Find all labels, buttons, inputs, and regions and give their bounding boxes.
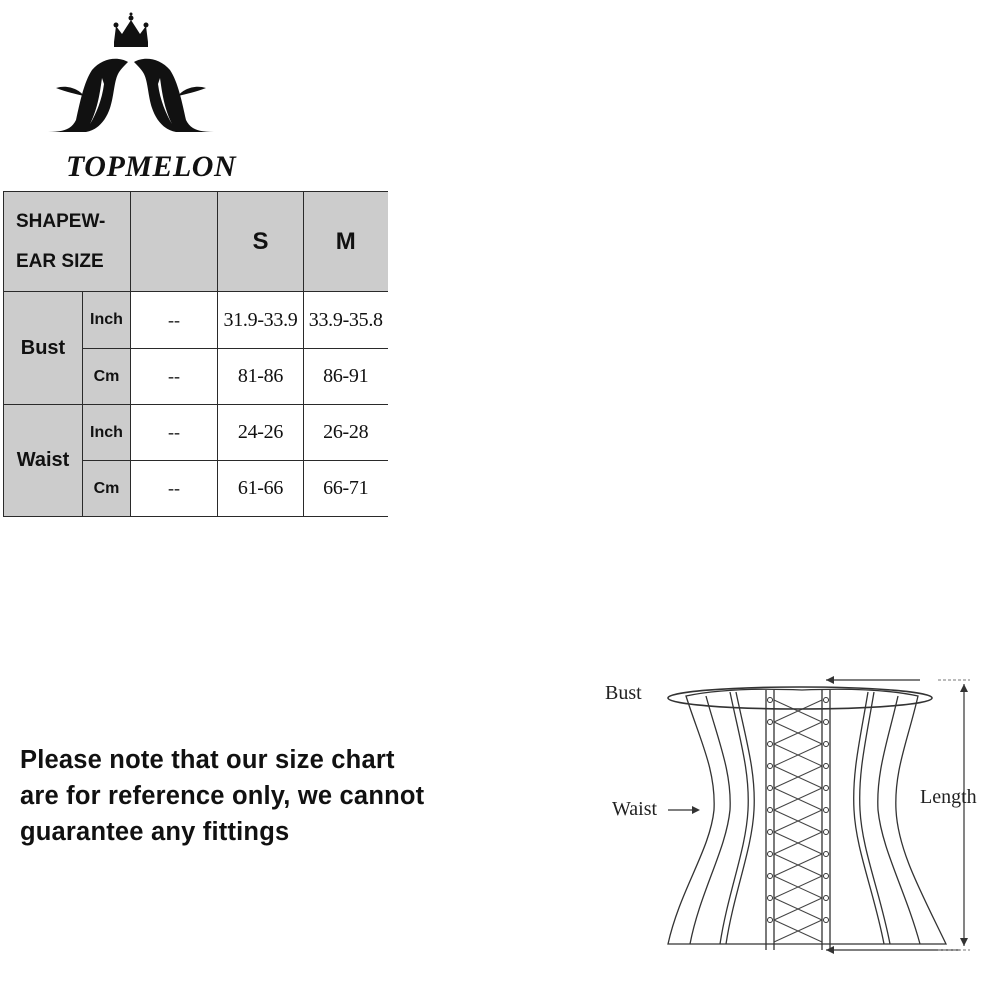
size-chart-table: SHAPEW-EAR SIZE S M Bust Inch -- 31.9-33… bbox=[3, 191, 388, 517]
value-cell: 61-66 bbox=[217, 460, 304, 517]
blank-cell: -- bbox=[130, 291, 218, 349]
unit-label: Inch bbox=[82, 291, 131, 349]
table-row: Waist Inch -- 24-26 26-28 bbox=[3, 404, 388, 517]
value-cell: 66-71 bbox=[303, 460, 388, 517]
bust-label: Bust bbox=[605, 682, 642, 704]
penguin-crown-logo-icon bbox=[48, 12, 214, 132]
corset-measurement-diagram: Bust Waist Length bbox=[590, 660, 990, 990]
brand-name: TOPMELON bbox=[66, 150, 237, 183]
size-header-m: M bbox=[303, 191, 388, 292]
table-header-row: SHAPEW-EAR SIZE S M bbox=[3, 191, 388, 292]
measure-label-waist: Waist bbox=[3, 404, 83, 517]
unit-label: Inch bbox=[82, 404, 131, 461]
unit-label: Cm bbox=[82, 460, 131, 517]
blank-cell: -- bbox=[130, 404, 218, 461]
length-label: Length bbox=[920, 786, 977, 808]
table-row: Bust Inch -- 31.9-33.9 33.9-35.8 bbox=[3, 291, 388, 405]
unit-label: Cm bbox=[82, 348, 131, 405]
blank-cell: -- bbox=[130, 348, 218, 405]
value-cell: 81-86 bbox=[217, 348, 304, 405]
blank-cell: -- bbox=[130, 460, 218, 517]
value-cell: 33.9-35.8 bbox=[303, 291, 388, 349]
value-cell: 26-28 bbox=[303, 404, 388, 461]
waist-label: Waist bbox=[612, 798, 658, 820]
value-cell: 24-26 bbox=[217, 404, 304, 461]
table-row: Cm -- 81-86 86-91 bbox=[4, 348, 388, 405]
value-cell: 31.9-33.9 bbox=[217, 291, 304, 349]
measure-label-bust: Bust bbox=[3, 291, 83, 405]
brand-logo: TOPMELON bbox=[30, 12, 240, 183]
corset-illustration-icon bbox=[667, 676, 970, 954]
size-header-s: S bbox=[217, 191, 304, 292]
size-disclaimer-note: Please note that our size chart are for … bbox=[20, 746, 425, 846]
table-row: Cm -- 61-66 66-71 bbox=[4, 460, 388, 517]
shapewear-size-header: SHAPEW-EAR SIZE bbox=[3, 191, 131, 292]
value-cell: 86-91 bbox=[303, 348, 388, 405]
table-header-empty bbox=[130, 191, 218, 292]
